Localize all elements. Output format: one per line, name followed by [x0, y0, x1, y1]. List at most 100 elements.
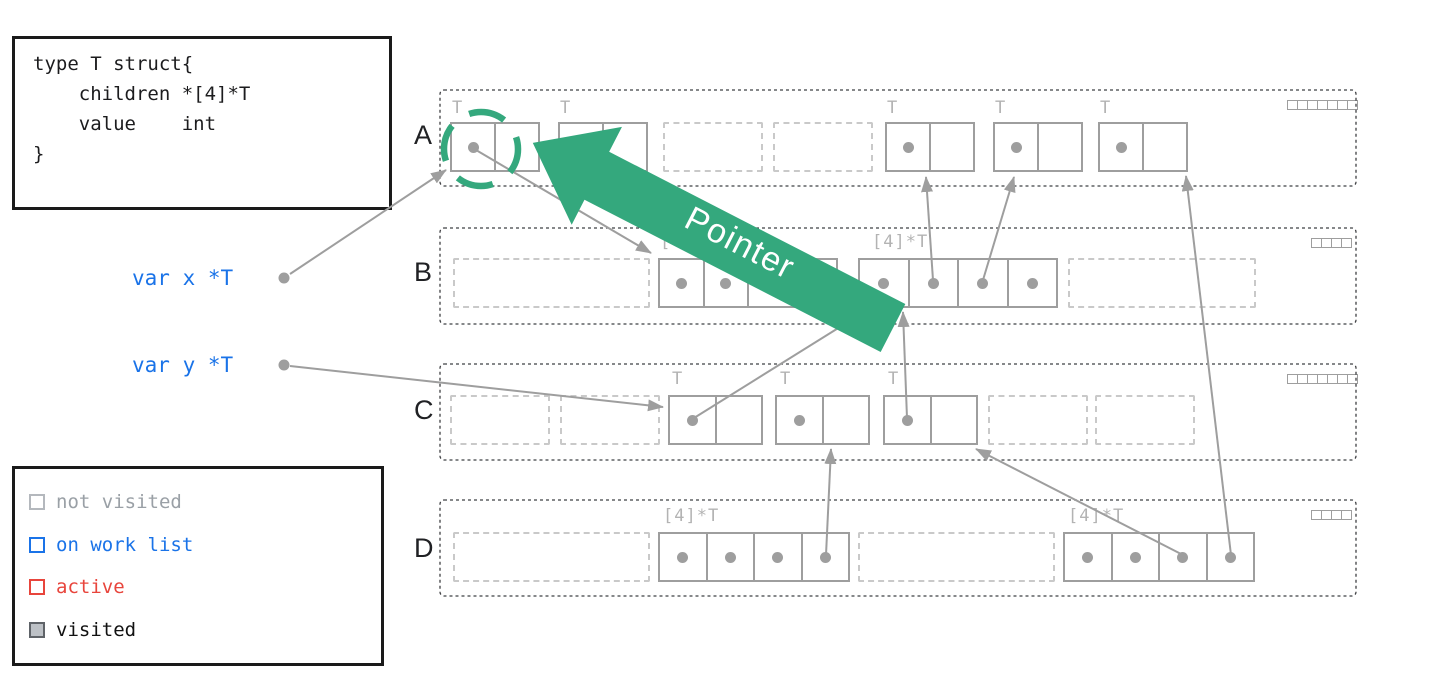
pointer-dot-icon: [675, 277, 687, 289]
free-slot: [663, 122, 763, 172]
pointer-dot-icon: [1177, 551, 1189, 563]
legend-label-active: active: [56, 576, 125, 599]
legend-label-visited: visited: [56, 618, 137, 641]
pointer-dot-icon: [575, 141, 587, 153]
type-label-t: T: [452, 98, 464, 118]
pointer-dot-icon: [686, 414, 698, 426]
type-label-t: T: [888, 369, 900, 389]
pointer-dot-icon: [902, 141, 914, 153]
legend-item-on-work-list: on work list: [29, 534, 367, 556]
mark-bitmap-c: [1287, 374, 1358, 384]
free-slot: [560, 395, 660, 445]
row-label-c: C: [414, 395, 434, 425]
pointer-cell: [749, 260, 794, 306]
value-cell: [717, 397, 762, 443]
pointer-dot-icon: [772, 551, 784, 563]
pointer-dot-icon: [720, 277, 732, 289]
pointer-cell: [959, 260, 1009, 306]
row-label-d: D: [414, 533, 434, 563]
pointer-cell: [885, 397, 932, 443]
pointer-cell: [660, 260, 705, 306]
type-label-array4-ptr: [4]*T: [872, 232, 929, 252]
heap-struct-c3: [883, 395, 978, 445]
legend-label-on-work-list: on work list: [56, 533, 194, 556]
type-label-t: T: [1100, 98, 1112, 118]
free-slot: [858, 532, 1055, 582]
on-work-list-swatch-icon: [29, 536, 45, 553]
legend-item-visited: visited: [29, 619, 367, 641]
value-cell: [496, 124, 538, 170]
pointer-dot-icon: [467, 141, 479, 153]
pointer-cell: [860, 260, 910, 306]
heap-struct-a1: [450, 122, 540, 172]
type-label-array4-ptr: [4]*T: [663, 506, 720, 526]
type-label-array4-ptr: [4]*T: [1068, 506, 1125, 526]
heap-array-d1: [658, 532, 850, 582]
pointer-cell: [1113, 534, 1160, 580]
pointer-cell: [1065, 534, 1113, 580]
pointer-cell: [1100, 124, 1144, 170]
bitmap-cell: [1347, 374, 1358, 384]
legend: not visited on work list active visited: [12, 466, 384, 666]
heap-struct-a4: [993, 122, 1083, 172]
pointer-dot-icon: [793, 414, 805, 426]
pointer-dot-icon: [819, 551, 831, 563]
row-label-b: B: [414, 257, 433, 287]
type-label-t: T: [780, 369, 792, 389]
free-slot: [1095, 395, 1195, 445]
legend-item-not-visited: not visited: [29, 491, 367, 513]
pointer-cell: [1208, 534, 1254, 580]
pointer-cell: [910, 260, 959, 306]
pointer-cell: [452, 124, 496, 170]
pointer-dot-icon: [1010, 141, 1022, 153]
pointer-cell: [755, 534, 803, 580]
active-swatch-icon: [29, 579, 45, 596]
row-label-a: A: [414, 120, 433, 150]
mark-bitmap-a: [1287, 100, 1358, 110]
pointer-dot-icon: [677, 551, 689, 563]
pointer-dot-icon: [1224, 551, 1236, 563]
heap-array-d2: [1063, 532, 1255, 582]
pointer-dot-icon: [809, 277, 821, 289]
legend-item-active: active: [29, 576, 367, 598]
pointer-cell: [705, 260, 749, 306]
pointer-dot-icon: [878, 277, 890, 289]
value-cell: [932, 397, 977, 443]
pointer-cell: [660, 534, 708, 580]
var-y-pointer-dot-icon: [278, 359, 290, 371]
mark-bitmap-d: [1311, 510, 1352, 520]
not-visited-swatch-icon: [29, 494, 45, 511]
code-line: type T struct{: [33, 53, 194, 75]
type-label-array4: [4]: [660, 232, 694, 252]
visited-swatch-icon: [29, 621, 45, 638]
pointer-cell: [803, 534, 849, 580]
heap-struct-a3: [885, 122, 975, 172]
bitmap-cell: [1341, 510, 1352, 520]
heap-struct-c2: [775, 395, 870, 445]
legend-label-not-visited: not visited: [56, 491, 182, 514]
bitmap-cell: [1347, 100, 1358, 110]
heap-array-b2: [858, 258, 1058, 308]
free-slot: [450, 395, 550, 445]
mark-bitmap-b: [1311, 238, 1352, 248]
pointer-cell: [794, 260, 837, 306]
type-label-t: T: [887, 98, 899, 118]
pointer-dot-icon: [1115, 141, 1127, 153]
pointer-cell: [995, 124, 1039, 170]
value-cell: [1039, 124, 1081, 170]
free-slot: [453, 532, 650, 582]
pointer-dot-icon: [927, 277, 939, 289]
pointer-cell: [777, 397, 824, 443]
type-definition-box: type T struct{ children *[4]*T value int…: [12, 36, 392, 210]
type-label-t: T: [995, 98, 1007, 118]
pointer-cell: [560, 124, 604, 170]
type-label-t: T: [672, 369, 684, 389]
value-cell: [824, 397, 869, 443]
heap-struct-a2: [558, 122, 648, 172]
type-label-t: T: [560, 98, 572, 118]
pointer-dot-icon: [1082, 551, 1094, 563]
pointer-dot-icon: [724, 551, 736, 563]
heap-struct-a5: [1098, 122, 1188, 172]
value-cell: [931, 124, 973, 170]
code-line: }: [33, 143, 45, 165]
